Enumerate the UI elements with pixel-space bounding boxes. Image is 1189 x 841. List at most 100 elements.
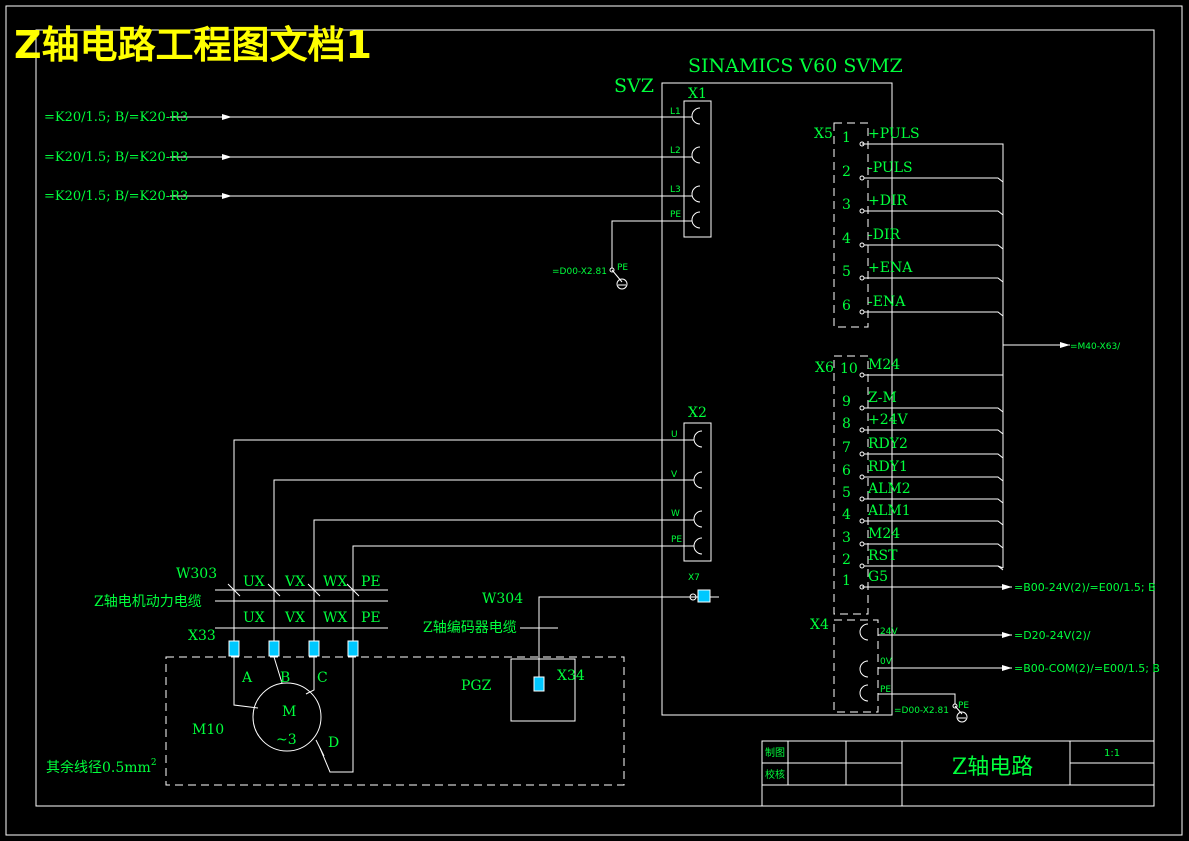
x5-block xyxy=(833,122,869,328)
x2-pin-w: W xyxy=(671,509,680,519)
x5-pin-num: 1 xyxy=(842,130,851,146)
x5-pin-dot xyxy=(859,275,865,281)
x2-pin-v: V xyxy=(671,470,678,480)
x1-label: X1 xyxy=(688,86,707,102)
x6-bus-wire xyxy=(893,345,1004,376)
x5-pin-name: -PULS xyxy=(868,160,913,176)
titleblock-scale: 1:1 xyxy=(1104,748,1120,759)
x1-pin-pe: PE xyxy=(670,210,681,220)
x4-block xyxy=(833,619,879,713)
x2-pins: U V W PE xyxy=(671,430,703,555)
x4-pe-ground xyxy=(878,693,968,723)
x4-label: X4 xyxy=(810,617,829,633)
x5-pin-name: +DIR xyxy=(868,193,907,209)
x5-bus-wire xyxy=(893,244,1004,250)
inner-frame xyxy=(35,29,1155,807)
x2-label: X2 xyxy=(688,405,707,421)
x34-terminal xyxy=(533,676,545,692)
x6-bus-wire xyxy=(893,407,1004,413)
drive-model: SINAMICS V60 SVMZ xyxy=(688,55,903,77)
x6-pin-dot xyxy=(859,496,865,502)
x5-ref: =M40-X63/ xyxy=(1070,342,1121,352)
x5-pin-dot xyxy=(859,208,865,214)
drive-box xyxy=(661,82,893,716)
motor-pin-c: C xyxy=(317,670,328,686)
x4-pe-ref: =D00-X2.81 xyxy=(894,706,949,716)
x6-pin-dot xyxy=(859,518,865,524)
x6-pin-dot xyxy=(859,372,865,378)
w303-core-vx-2: VX xyxy=(284,610,305,626)
x1-pin-l3: L3 xyxy=(670,185,681,195)
w303-desc: Z轴电机动力电缆 xyxy=(94,594,202,610)
title-block xyxy=(761,740,1155,807)
x5-pin-num: 4 xyxy=(842,231,851,247)
input-ref-l2: =K20/1.5; B/=K20-R3 xyxy=(44,150,188,165)
x6-pin-num: 2 xyxy=(842,552,851,568)
x6-bus-wire xyxy=(893,476,1004,482)
x6-pin-num: 10 xyxy=(840,361,858,377)
x5-pin-name: +PULS xyxy=(868,126,920,142)
w304-tag: W304 xyxy=(482,591,523,607)
x2-pin-pe: PE xyxy=(671,535,682,545)
x6-pin-name: ALM1 xyxy=(867,503,911,519)
x6-label: X6 xyxy=(815,360,834,376)
x4-pin-24v: 24V xyxy=(880,627,898,637)
x6-pin-num: 7 xyxy=(842,440,851,456)
w303-tag: W303 xyxy=(176,566,217,582)
x6-pin-num: 1 xyxy=(842,573,851,589)
w303-core-ux: UX xyxy=(243,574,265,590)
wire-note: 其余线径0.5mm2 xyxy=(46,758,157,776)
x5-bus-wire xyxy=(893,210,1004,216)
x6-bus-wire xyxy=(893,498,1004,504)
x2-block xyxy=(683,422,712,562)
x6-pin-name: +24V xyxy=(868,412,909,428)
x4-pins xyxy=(859,623,869,702)
x6-bus-end xyxy=(997,565,1004,569)
w303-core-ux-2: UX xyxy=(243,610,265,626)
x1-pin-l1: L1 xyxy=(670,107,681,117)
w303-core-wx: WX xyxy=(323,574,347,590)
motor-pin-b: B xyxy=(280,670,290,686)
motor-letter: M xyxy=(282,704,296,720)
encoder-wire xyxy=(538,596,698,677)
titleblock-drawn: 制图 xyxy=(765,746,785,759)
x1-pe-label: PE xyxy=(617,263,628,273)
input-ref-l3: =K20/1.5; B/=K20-R3 xyxy=(44,189,188,204)
x33-terminal-d xyxy=(347,640,359,657)
x5-pin-num: 3 xyxy=(842,197,851,213)
x1-pe-ground xyxy=(609,220,692,290)
x7-pin xyxy=(689,593,697,601)
x6-bus-wire xyxy=(893,453,1004,459)
x6-pin-name: G5 xyxy=(868,569,888,585)
encoder-tag: PGZ xyxy=(461,678,492,694)
x6-pin-dot xyxy=(859,451,865,457)
x5-pin-dot xyxy=(859,175,865,181)
x6-pin-dot xyxy=(859,541,865,547)
x33-terminal-b xyxy=(268,640,280,657)
document-title: Z轴电路工程图文档1 xyxy=(14,23,372,67)
x34-label: X34 xyxy=(557,668,585,684)
x6-bus-wire xyxy=(893,520,1004,526)
input-ref-l1: =K20/1.5; B/=K20-R3 xyxy=(44,110,188,125)
motor-phase: ~3 xyxy=(276,732,297,748)
g5-ref: =B00-24V(2)/=E00/1.5; B xyxy=(1014,581,1156,594)
x5-pin-dot xyxy=(859,242,865,248)
motor-symbol xyxy=(233,656,354,773)
x6-pin-dot xyxy=(859,405,865,411)
x4-24v-ref: =D20-24V(2)/ xyxy=(1014,629,1091,642)
motor-pin-a: A xyxy=(241,670,253,686)
x5-pin-name: -DIR xyxy=(868,227,900,243)
motor-pin-d: D xyxy=(328,735,339,751)
x6-block xyxy=(833,355,869,615)
x33-label: X33 xyxy=(188,628,216,644)
x6-pin-name: RDY2 xyxy=(868,436,908,452)
w303-core-vx: VX xyxy=(284,574,305,590)
x6-pin-name: RDY1 xyxy=(868,459,908,475)
x5-pin-name: -ENA xyxy=(868,294,906,310)
x6-pin-dot xyxy=(859,474,865,480)
x4-pin-pe: PE xyxy=(880,685,891,695)
x5-pin-num: 5 xyxy=(842,264,851,280)
